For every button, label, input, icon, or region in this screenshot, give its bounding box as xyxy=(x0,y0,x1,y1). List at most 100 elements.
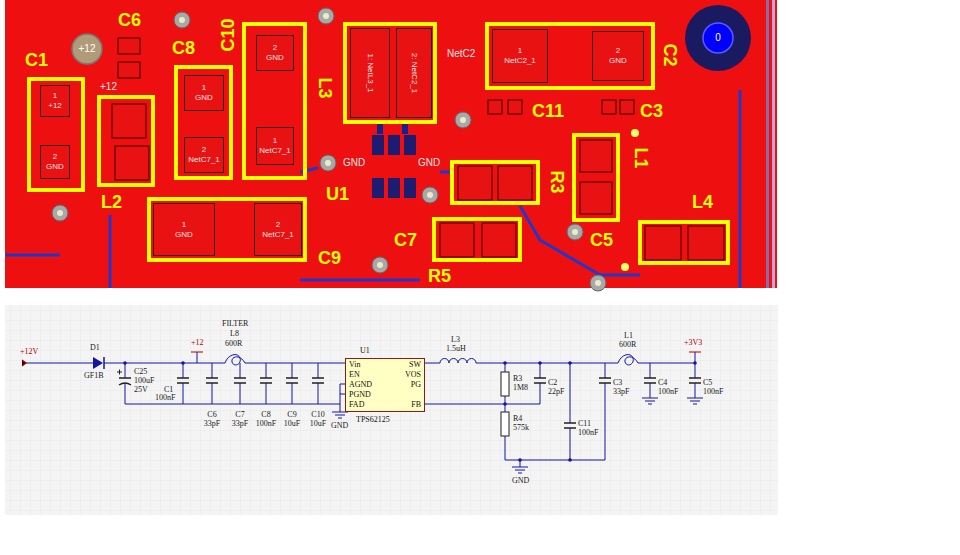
wire xyxy=(26,352,695,467)
via xyxy=(320,155,336,171)
schematic-label: FILTER xyxy=(222,320,248,328)
inductor-symbol xyxy=(225,355,638,365)
pad-label: 2 xyxy=(276,220,280,230)
designator: C2 xyxy=(660,43,680,66)
pad-label: NetC7_1 xyxy=(259,146,291,156)
inductor-symbol xyxy=(225,355,245,365)
via-hole xyxy=(377,262,383,268)
mounting-hole xyxy=(703,23,733,53)
pin-label: SW xyxy=(409,360,421,370)
copper-pad: 2GND xyxy=(256,35,294,71)
junction-dot xyxy=(568,361,572,365)
copper-pad: 2GND xyxy=(592,31,644,81)
power-port-label: +3V3 xyxy=(684,339,702,347)
copper-pad xyxy=(498,166,532,200)
designator: C1 xyxy=(25,50,48,70)
via xyxy=(52,205,68,221)
schematic-label: C25 xyxy=(134,368,147,376)
pcb-board xyxy=(5,0,777,288)
pin-label: PGND xyxy=(349,390,371,400)
pad-label: 1 xyxy=(518,46,522,56)
wire xyxy=(650,363,695,398)
designator: L2 xyxy=(101,192,122,212)
schematic-label: C5 xyxy=(703,379,712,387)
diode-symbol xyxy=(103,357,105,369)
schematic-label: C9 xyxy=(287,411,296,419)
pin-label: FAD xyxy=(349,400,364,410)
schematic-label: C2 xyxy=(548,379,557,387)
net-label: NetC2 xyxy=(447,48,475,60)
pin-label: VOS xyxy=(405,370,421,380)
via-hole xyxy=(57,13,601,286)
copper-pad xyxy=(115,146,149,180)
pcb-board xyxy=(5,0,777,288)
schematic-label: 600R xyxy=(619,341,636,349)
schematic-label: C11 xyxy=(578,420,591,428)
bottom-trace xyxy=(109,215,112,288)
pad-label: GND xyxy=(609,56,627,66)
junction-dot xyxy=(123,361,127,365)
ic-footprint xyxy=(404,135,416,155)
component-outline: C11+122GND xyxy=(27,77,85,192)
pad-label: 1 xyxy=(182,220,186,230)
pcb-board xyxy=(766,0,769,288)
schematic-label: 10uF xyxy=(284,420,300,428)
pad-label: 2 xyxy=(273,43,277,53)
ic-symbol: U1VinENAGNDPGNDFADSWVOSPGFBTPS62125 xyxy=(345,358,425,412)
schematic-label: 25V xyxy=(134,386,148,394)
designator: C11 xyxy=(532,101,564,121)
component-outline: L31: NetL3_12: NetC2_1 xyxy=(343,22,437,124)
pad-label: 2 xyxy=(53,152,57,162)
pin-label: PG xyxy=(411,380,421,390)
diode-symbol xyxy=(93,357,103,369)
power-pad xyxy=(72,34,102,64)
via-hole xyxy=(179,17,185,23)
ground-symbol xyxy=(687,398,703,404)
ground-symbol xyxy=(642,398,658,404)
net-label: +12 xyxy=(100,81,117,93)
ic-footprint xyxy=(372,135,416,198)
capacitor-symbol xyxy=(534,378,611,428)
capacitor-symbol xyxy=(119,378,131,385)
schematic-label: 10uF xyxy=(310,420,326,428)
copper-pad xyxy=(645,226,681,260)
junction-dot xyxy=(181,361,185,365)
pad-label: 2 xyxy=(202,145,206,155)
schematic-label: GF1B xyxy=(84,372,104,380)
designator: C6 xyxy=(118,10,141,30)
copper-pad: 1NetC7_1 xyxy=(256,127,294,165)
pad-label: 1 xyxy=(53,91,57,101)
schematic-label: C1 xyxy=(164,386,173,394)
inductor-symbol xyxy=(618,355,638,365)
schematic-sheet xyxy=(5,305,778,515)
bottom-trace xyxy=(380,124,405,134)
schematic-label: GND xyxy=(512,477,529,485)
pad-label: NetC7_1 xyxy=(188,155,220,165)
copper-pad xyxy=(118,62,140,78)
pad-label: GND xyxy=(266,53,284,63)
bottom-trace xyxy=(300,168,318,172)
schematic-label: 1.5uH xyxy=(446,345,466,353)
pad-label: 2 xyxy=(616,46,620,56)
component-outline: C102GND1NetC7_1 xyxy=(242,22,307,180)
designator: C10 xyxy=(218,18,238,51)
schematic-sheet xyxy=(5,305,778,515)
via-hole xyxy=(323,13,329,19)
via xyxy=(52,8,606,291)
schematic-label: 100uF xyxy=(134,377,154,385)
via-hole xyxy=(57,210,63,216)
schematic-label: 33pF xyxy=(232,420,248,428)
pin-label: AGND xyxy=(349,380,372,390)
component-outline: L2 xyxy=(97,95,155,187)
copper-pad: 1GND xyxy=(184,75,224,111)
schematic-label: 600R xyxy=(225,340,242,348)
via xyxy=(590,275,606,291)
schematic-label: 100nF xyxy=(578,429,598,437)
via-hole xyxy=(325,160,331,166)
net-label: GND xyxy=(418,157,440,169)
wire xyxy=(125,384,345,412)
designator: R5 xyxy=(428,266,451,286)
designator: L1 xyxy=(631,147,651,168)
component-outline: C91GND2NetC7_1 xyxy=(147,197,307,262)
